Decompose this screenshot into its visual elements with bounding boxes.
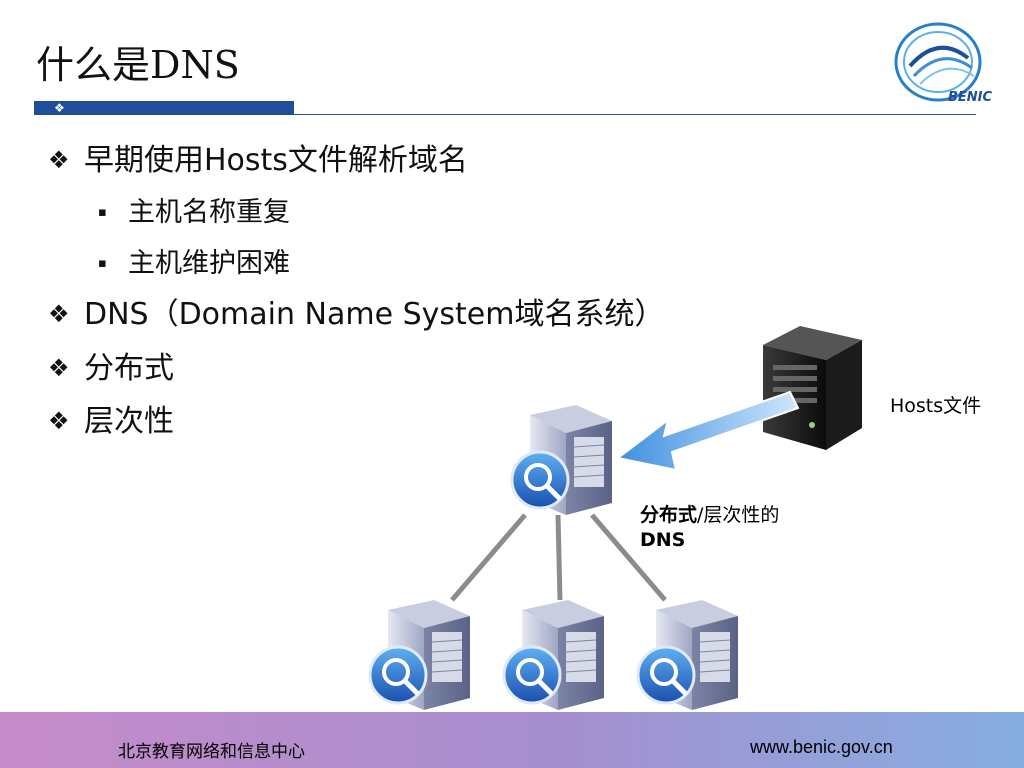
footer-org: 北京教育网络和信息中心	[118, 742, 305, 762]
square-bullet-icon: ▪	[98, 205, 107, 220]
diamond-bullet-icon: ❖	[48, 354, 70, 382]
bullet-hierarchical: ❖ 层次性	[48, 407, 174, 437]
diamond-bullet-icon: ❖	[48, 300, 70, 328]
arrow-icon	[615, 390, 800, 472]
bullet-distributed: ❖ 分布式	[48, 354, 174, 384]
bullet-text: 分布式	[84, 351, 174, 386]
sub-bullet-duplicate: ▪ 主机名称重复	[98, 199, 290, 226]
diamond-icon: ❖	[54, 101, 65, 115]
link-line-right	[590, 513, 667, 602]
bullet-text: DNS（Domain Name System域名系统）	[84, 297, 665, 332]
dns-caption: 分布式/层次性的 DNS	[640, 503, 779, 552]
dns-caption-line2: DNS	[640, 528, 686, 551]
sub-bullet-maintenance: ▪ 主机维护困难	[98, 250, 290, 277]
benic-logo-icon	[894, 22, 982, 102]
bullet-text: 层次性	[84, 404, 174, 439]
diamond-bullet-icon: ❖	[48, 407, 70, 435]
square-bullet-icon: ▪	[98, 256, 107, 271]
logo-label: BENIC	[948, 90, 993, 105]
slide-title: 什么是DNS	[36, 43, 240, 87]
dns-diagram	[450, 326, 862, 602]
title-underline-bar: ❖	[34, 101, 294, 115]
dns-servers	[368, 405, 738, 710]
title-rule	[294, 114, 976, 115]
child-server-icon	[368, 600, 470, 710]
child-server-icon	[502, 600, 604, 710]
hosts-file-label: Hosts文件	[890, 395, 982, 417]
link-line-left	[450, 513, 527, 602]
bullet-text: 早期使用Hosts文件解析域名	[84, 143, 468, 178]
dns-caption-rest: /层次性的	[697, 504, 780, 526]
bullet-dns: ❖ DNS（Domain Name System域名系统）	[48, 300, 664, 330]
benic-logo	[888, 14, 1008, 114]
footer-url[interactable]: www.benic.gov.cn	[750, 737, 893, 757]
child-server-icon	[636, 600, 738, 710]
footer-bar: 北京教育网络和信息中心 www.benic.gov.cn	[0, 712, 1024, 768]
diamond-bullet-icon: ❖	[48, 146, 70, 174]
link-line-middle	[555, 514, 563, 601]
bullet-hosts: ❖ 早期使用Hosts文件解析域名	[48, 146, 468, 176]
sub-bullet-text: 主机维护困难	[128, 248, 290, 279]
root-server-icon	[510, 405, 612, 515]
sub-bullet-text: 主机名称重复	[128, 197, 290, 228]
dns-caption-bold: 分布式	[640, 504, 698, 526]
